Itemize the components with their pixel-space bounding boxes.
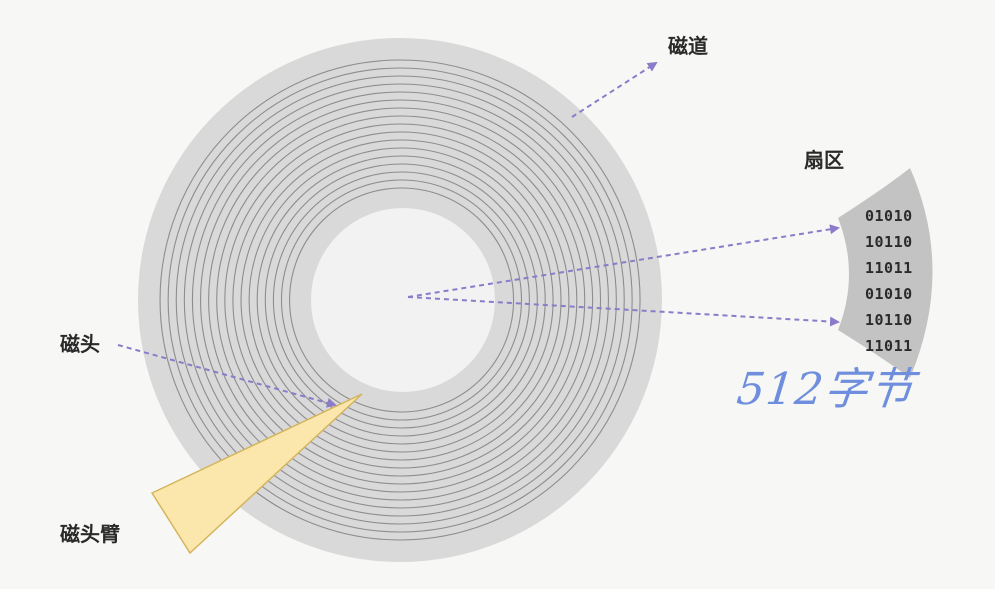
track-ring	[199, 99, 602, 501]
head-pointer-arrow	[117, 344, 337, 408]
track-ring	[272, 171, 530, 429]
track-ring	[289, 187, 515, 413]
track-ring	[224, 123, 578, 477]
sector-bit-row: 01010	[865, 207, 913, 225]
track-ring	[240, 139, 562, 461]
sector-bit-row: 10110	[865, 311, 913, 329]
disk-hub	[311, 208, 495, 392]
track-ring	[280, 179, 523, 421]
sector-bits: 01010 10110 11011 01010 10110 11011	[865, 203, 913, 359]
head-label: 磁头	[60, 332, 100, 356]
sector-bit-row: 01010	[865, 285, 913, 303]
track-ring	[183, 83, 617, 517]
sector-upper-arrow	[407, 224, 840, 298]
track-ring	[216, 115, 586, 485]
sector-bit-row: 11011	[865, 259, 913, 277]
sector-label: 扇区	[804, 148, 844, 172]
track-ring	[191, 91, 609, 509]
head-arm-label: 磁头臂	[60, 522, 120, 546]
handwritten-size-note: 512字节	[734, 364, 917, 415]
track-ring	[167, 67, 633, 533]
track-ring	[159, 59, 641, 541]
track-ring	[256, 155, 546, 445]
track-ring	[175, 75, 625, 525]
track-ring	[208, 107, 594, 493]
track-label: 磁道	[668, 34, 708, 58]
track-ring	[232, 131, 570, 469]
sector-shape	[838, 168, 933, 378]
disk-tracks	[159, 59, 641, 541]
track-ring	[264, 163, 538, 437]
sector-bit-row: 10110	[865, 233, 913, 251]
head-arm	[150, 393, 363, 555]
sector-bit-row: 11011	[865, 337, 913, 355]
track-pointer-arrow	[571, 61, 658, 118]
track-ring	[248, 147, 554, 453]
